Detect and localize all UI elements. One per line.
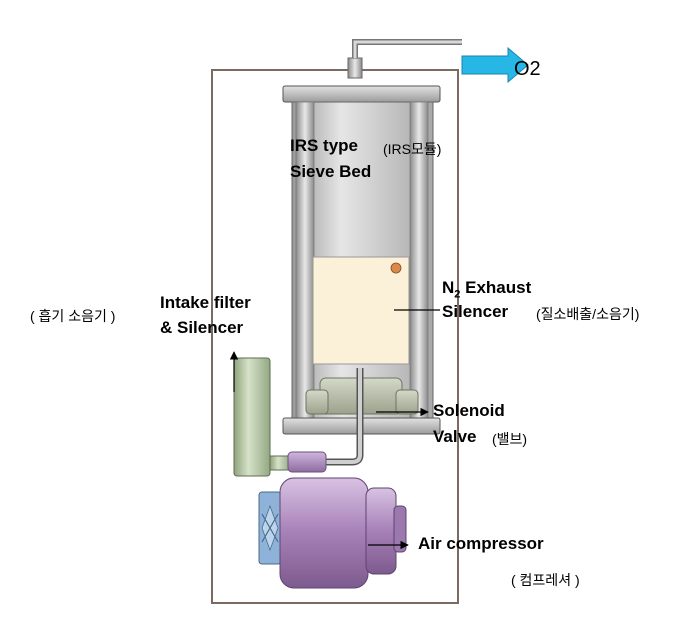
n2-exhaust-text: Exhaust [460, 278, 532, 297]
air-compressor-label: Air compressor [418, 534, 544, 553]
n2-n: N [442, 278, 455, 297]
air-compressor [258, 477, 407, 589]
and-silencer-label: & Silencer [160, 318, 244, 337]
valve-label: Valve [433, 427, 477, 446]
silencer-label: Silencer [442, 302, 509, 321]
o2-label: O2 [514, 58, 541, 80]
enclosure-frame [211, 69, 459, 604]
pipe-fitting [287, 451, 327, 473]
o2-output-arrow [461, 46, 529, 84]
intake-filter [233, 357, 291, 477]
solenoid-label: Solenoid [433, 401, 505, 420]
n2-exhaust-label: N2 Exhaust [442, 278, 531, 300]
n2-korean-label: (질소배출/소음기) [536, 306, 640, 322]
irs-module-label: (IRS모듈) [383, 141, 442, 157]
intake-filter-label: Intake filter [160, 293, 251, 312]
intake-korean-label: ( 흡기 소음기 ) [30, 308, 116, 324]
valve-korean-label: (밸브) [492, 431, 528, 447]
n2-subscript: 2 [454, 288, 461, 301]
irs-type-label: IRS type [290, 136, 359, 155]
compressor-korean-label: ( 컴프레셔 ) [511, 572, 580, 588]
sieve-bed-label: Sieve Bed [290, 162, 372, 181]
o2-outlet-pipe [347, 39, 462, 79]
